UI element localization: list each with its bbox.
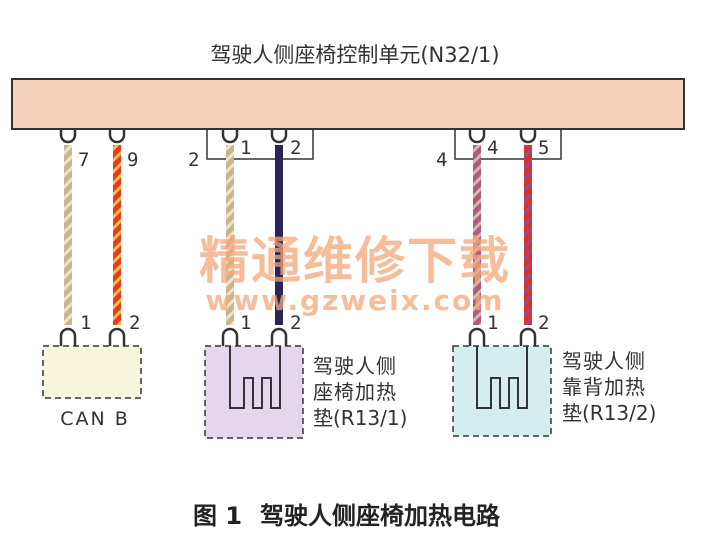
- connector-group-seat: [206, 128, 314, 160]
- terminal-icon: [59, 129, 77, 144]
- terminal-icon: [270, 129, 288, 144]
- backrest-heater-pad: [452, 345, 552, 437]
- terminal-icon: [221, 129, 239, 144]
- pin-label: 5: [538, 137, 549, 159]
- pin-label: 9: [127, 149, 138, 171]
- controller-label: 驾驶人侧座椅控制单元(N32/1): [210, 43, 499, 67]
- seat-pin-label: 1: [240, 312, 251, 334]
- seat-heater-label-line1: 驾驶人侧: [313, 354, 397, 378]
- pin-label: 7: [78, 149, 89, 171]
- heating-element-icon: [476, 346, 528, 409]
- terminal-icon: [108, 129, 126, 144]
- wire-seat-pin2: [275, 145, 283, 325]
- pin-label: 2: [290, 137, 301, 159]
- wire-can-pin9: [113, 145, 121, 325]
- seat-heater-label-line2: 座椅加热: [313, 380, 397, 404]
- terminal-icon: [519, 327, 537, 346]
- pin-label: 1: [240, 137, 251, 159]
- back-heater-label-line1: 驾驶人侧: [562, 349, 646, 373]
- pin-label: 2: [188, 149, 199, 171]
- connector-group-back: [454, 128, 562, 160]
- pin-label: 4: [436, 149, 447, 171]
- terminal-icon: [108, 327, 126, 346]
- terminal-icon: [519, 129, 537, 144]
- seat-pin-label: 2: [290, 312, 301, 334]
- terminal-icon: [468, 129, 486, 144]
- figure-title: 驾驶人侧座椅加热电路: [260, 502, 501, 530]
- can-b-module: [42, 345, 142, 399]
- back-pin-label: 1: [487, 312, 498, 334]
- wire-back-pin4: [473, 145, 481, 325]
- watermark-text: 精通维修下载: [199, 232, 511, 290]
- seat-heater-label-line3: 垫(R13/1): [313, 406, 407, 430]
- terminal-icon: [270, 327, 288, 346]
- back-pin-label: 2: [538, 312, 549, 334]
- wire-back-pin5: [524, 145, 532, 325]
- wire-seat-pin1: [226, 145, 234, 325]
- can-pin-label: 2: [129, 312, 140, 334]
- top-terminals: [59, 129, 537, 144]
- bottom-terminals: [59, 327, 537, 346]
- controller-unit: [11, 78, 685, 130]
- wire-can-pin7: [64, 145, 72, 325]
- back-heater-label-line2: 靠背加热: [562, 375, 646, 399]
- figure-number: 图 1: [193, 502, 242, 530]
- terminal-icon: [221, 327, 239, 346]
- back-heater-label-line3: 垫(R13/2): [562, 401, 656, 425]
- terminal-icon: [59, 327, 77, 346]
- pin-label: 4: [487, 137, 498, 159]
- terminal-icon: [468, 327, 486, 346]
- can-pin-label: 1: [80, 312, 91, 334]
- can-b-label: CAN B: [60, 408, 130, 430]
- watermark-url: www.gzweix.com: [206, 284, 505, 317]
- heating-element-icon: [229, 346, 281, 409]
